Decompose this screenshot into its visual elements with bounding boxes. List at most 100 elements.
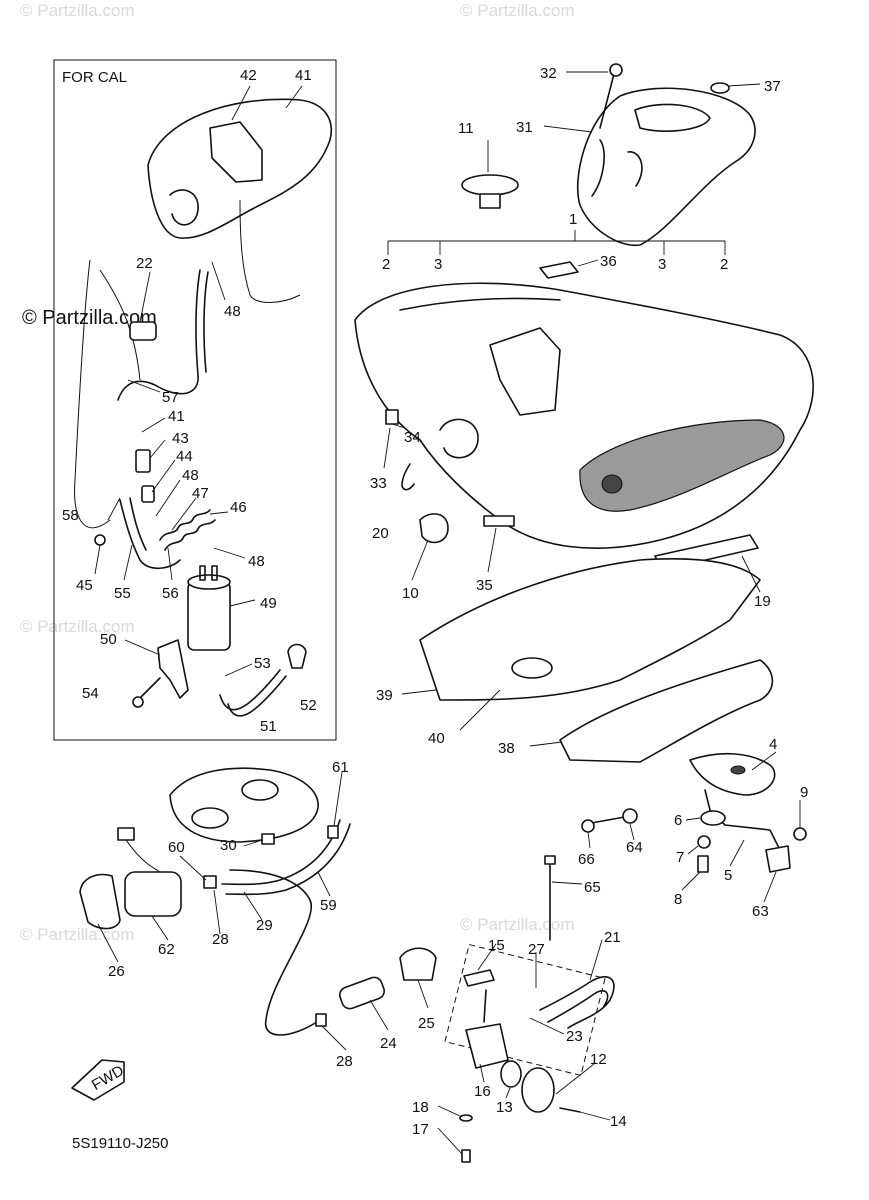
watermark-low-left: © Partzilla.com [20,925,135,944]
leader-46 [209,511,229,515]
cal-hose-55 [119,499,181,570]
callout-18: 18 [412,1099,429,1116]
hose-51 [219,669,281,711]
cal-vent-line [239,199,301,303]
leader-42 [231,85,251,121]
callout-34: 34 [404,429,421,446]
clamp-61 [327,825,339,839]
leader-37 [727,83,761,87]
screw-32 [599,73,615,129]
leader-57 [127,379,161,393]
leader-26 [97,923,119,963]
callout-14: 14 [610,1113,627,1130]
leader-63 [763,871,777,903]
heat-protector-39 [419,558,761,701]
hose-20 [401,463,415,491]
callout-50: 50 [100,631,117,648]
callout-35: 35 [476,577,493,594]
leader-47 [171,497,197,531]
callout-54: 54 [82,685,99,702]
leader-16 [479,1063,485,1083]
callout-26: 26 [108,963,125,980]
fuel-filter-24 [339,976,385,1010]
callout-22: 22 [136,255,153,272]
callout-10: 10 [402,585,419,602]
callout-58: 58 [62,507,79,524]
fuel-cock-assembly-12-outline [444,943,606,1077]
callout-36: 36 [600,253,617,270]
leader-7 [687,845,699,855]
nut-66 [581,819,595,833]
leader-5 [729,839,745,867]
pad-35 [483,515,515,527]
leader-61 [333,771,343,827]
callout-29: 29 [256,917,273,934]
leader-35 [487,527,497,573]
leader-30 [243,839,263,847]
leader-19 [741,555,761,593]
canister-49 [187,581,231,651]
leader-15 [477,943,497,971]
callout-33: 33 [370,475,387,492]
damper-6 [700,810,726,826]
grommet-37 [710,82,730,94]
washer-18 [459,1114,473,1122]
pad-36 [539,261,579,279]
clip-22 [129,321,157,341]
leader-22 [139,271,151,323]
bolt-54 [137,677,161,701]
leader-53 [224,663,253,677]
cal-tank-pump-opening [209,121,263,183]
fuel-pump-62-connector [117,827,135,841]
leader-4 [751,751,777,771]
leader-55 [123,544,133,581]
clamp-28-lower [315,1013,327,1027]
bolt-54-head [132,696,144,708]
leader-49 [229,599,256,607]
leader-18 [437,1105,461,1117]
callout-13: 13 [496,1099,513,1116]
bolt-9 [793,827,807,841]
callout-4: 4 [769,736,777,753]
leader-17 [437,1127,463,1155]
tank-cover-31-detail-b [627,151,643,187]
cal-tank-outline [147,98,332,239]
clip-25 [399,947,437,981]
callout-16: 16 [474,1083,491,1100]
bracket-4 [689,752,776,796]
leader-23 [529,1017,565,1035]
heat-protector-40-hole [511,657,553,679]
damper-10 [419,513,449,544]
hose-65-end [544,855,556,865]
callout-27: 27 [528,941,545,958]
clamp-52 [287,643,307,669]
callout-51: 51 [260,718,277,735]
callout-15: 15 [488,937,505,954]
hose-51-inner [227,675,287,717]
fuel-cap-11-base [479,193,501,209]
fuel-pump-62 [124,871,182,917]
cal-inset-title: FOR CAL [62,69,127,86]
callout-57: 57 [162,389,179,406]
leader-48c [213,547,246,559]
hose-21-inner [547,990,609,1023]
callout-2-left: 2 [382,256,390,273]
leader-38 [529,741,563,747]
cal-hose-55-inner [129,497,147,551]
callout-59: 59 [320,897,337,914]
leader-21 [589,939,603,981]
leader-59 [317,871,331,897]
leader-50 [124,639,161,656]
o-ring-13 [500,1060,522,1088]
cal-frame-line-a [99,269,141,381]
fuel-pump-62-wire [125,839,161,873]
bracket-50 [157,639,189,699]
fitting-44 [141,485,155,503]
callout-39: 39 [376,687,393,704]
leader-56 [167,547,173,581]
hose-59-inner [225,823,351,896]
leader-34 [391,423,406,429]
hose-59 [221,819,341,886]
leader-41a [285,85,303,109]
tank-emblem-logo [601,474,623,494]
